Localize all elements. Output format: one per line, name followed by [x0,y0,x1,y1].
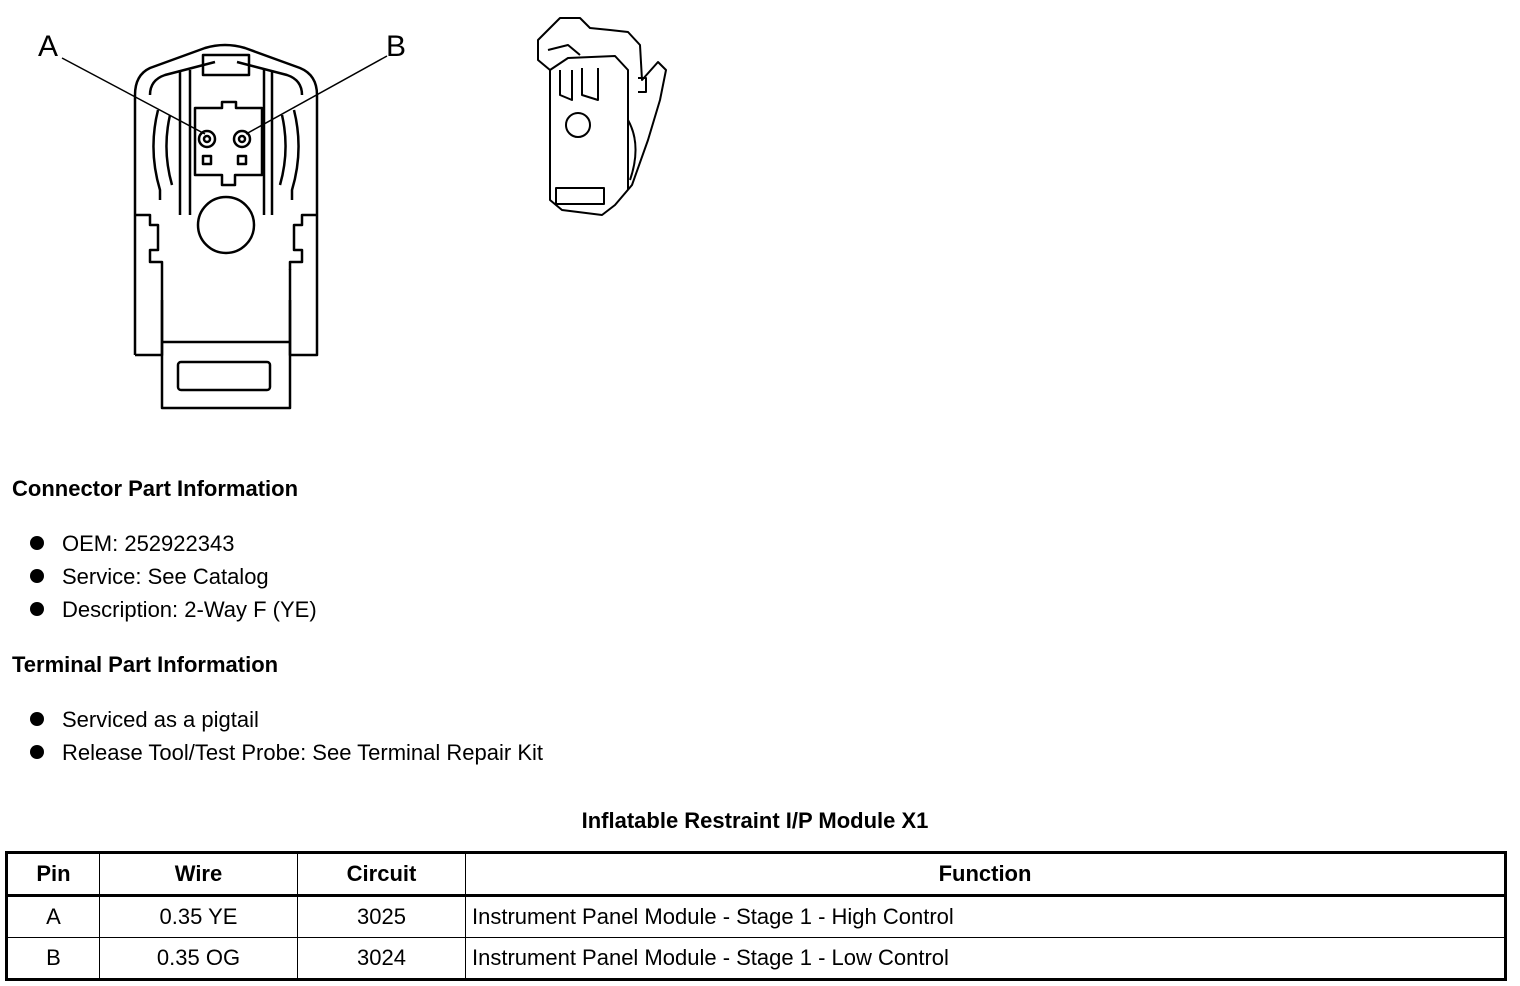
bullet-icon [30,745,44,759]
list-item: Description: 2-Way F (YE) [28,593,317,626]
list-item: Release Tool/Test Probe: See Terminal Re… [28,736,543,769]
table-row: A 0.35 YE 3025 Instrument Panel Module -… [6,895,1506,938]
pin-cell: B [6,937,100,980]
connector-info-heading: Connector Part Information [12,476,299,501]
circuit-cell: 3024 [297,937,466,980]
terminal-info-list: Serviced as a pigtail Release Tool/Test … [28,703,543,769]
table-header-row: Pin Wire Circuit Function [6,852,1506,897]
pin-table: Pin Wire Circuit Function A 0.35 YE 3025… [5,851,1507,981]
bullet-icon [30,569,44,583]
column-header-wire: Wire [99,852,298,897]
wire-cell: 0.35 OG [99,937,298,980]
function-cell: Instrument Panel Module - Stage 1 - Low … [465,937,1506,980]
connector-isometric-view-diagram [537,17,667,216]
bullet-icon [30,602,44,616]
bullet-icon [30,536,44,550]
connector-info-list: OEM: 252922343 Service: See Catalog Desc… [28,527,317,626]
list-item: OEM: 252922343 [28,527,317,560]
column-header-pin: Pin [6,852,100,897]
list-item: Serviced as a pigtail [28,703,543,736]
pin-cell: A [6,895,100,938]
column-header-circuit: Circuit [297,852,466,897]
list-item: Service: See Catalog [28,560,317,593]
function-cell: Instrument Panel Module - Stage 1 - High… [465,895,1506,938]
column-header-function: Function [465,852,1506,897]
wire-cell: 0.35 YE [99,895,298,938]
circuit-cell: 3025 [297,895,466,938]
pin-table-title: Inflatable Restraint I/P Module X1 [581,808,929,833]
bullet-icon [30,712,44,726]
callout-label-a: A [38,30,59,63]
connector-front-view-diagram [61,43,388,410]
table-row: B 0.35 OG 3024 Instrument Panel Module -… [6,937,1506,980]
terminal-info-heading: Terminal Part Information [12,652,279,677]
callout-label-b: B [386,30,407,63]
